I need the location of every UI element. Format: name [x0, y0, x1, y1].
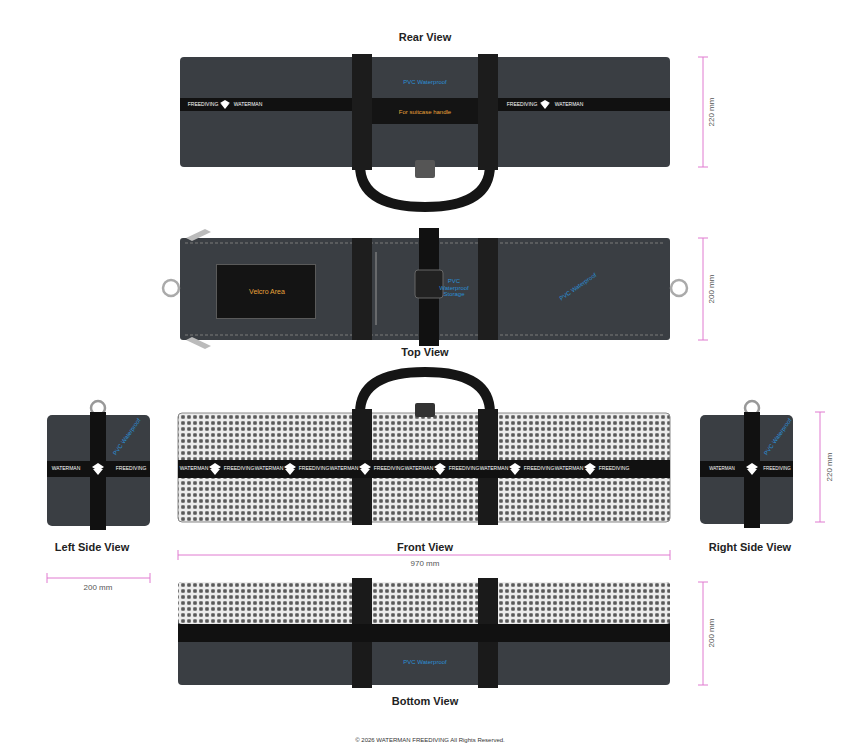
- front-view-bag-part: [178, 413, 670, 522]
- strap-logo-text: WATERMAN: [330, 466, 359, 472]
- front-view-bag-part: [415, 403, 435, 417]
- bottom-view-bag: [178, 578, 670, 688]
- node-text: PVC Waterproof: [112, 417, 142, 456]
- view-title: Right Side View: [709, 541, 791, 553]
- dimension-label: 200 mm: [708, 618, 717, 649]
- logo-mark-part: [509, 463, 521, 475]
- view-title: Front View: [397, 541, 453, 553]
- top-view-bag-part: [375, 252, 376, 325]
- node-text: Velcro Area: [249, 288, 285, 296]
- node-text: PVC Waterproof: [403, 79, 446, 86]
- dimension-label: 200 mm: [84, 584, 113, 593]
- dimension-label: 220 mm: [826, 452, 835, 483]
- logo-mark-part: [584, 463, 596, 475]
- dimension-line: [47, 57, 825, 685]
- top-view-bag-part: [186, 229, 211, 241]
- strap-logo-text: FREEDIVING: [763, 467, 791, 472]
- node-text: PVC Waterproof Storage: [434, 278, 474, 298]
- strap-logo-text: FREEDIVING: [524, 466, 555, 472]
- view-title: Left Side View: [55, 541, 129, 553]
- top-view-bag-part: [415, 270, 443, 298]
- strap-logo-text: WATERMAN: [255, 466, 284, 472]
- strap-logo-text: WATERMAN: [52, 466, 81, 472]
- top-view-bag-part: [163, 280, 179, 296]
- rear-view-bag-part: [372, 98, 478, 124]
- logo-mark: [92, 100, 758, 475]
- strap-logo-text: FREEDIVING: [299, 466, 330, 472]
- bottom-bag-body: PVC Waterproof: [178, 582, 670, 685]
- logo-mark-part: [92, 463, 104, 475]
- dimension-label: 220 mm: [708, 97, 717, 128]
- dimension-line-part: [698, 238, 708, 340]
- strap-logo-text: FREEDIVING: [507, 102, 538, 108]
- left-side-bag: [47, 401, 150, 530]
- strap-logo-text: FREEDIVING: [449, 466, 480, 472]
- front-view-bag-part: [178, 413, 670, 522]
- bottom-view-bag-part: [178, 624, 670, 642]
- strap-logo-text: FREEDIVING: [224, 466, 255, 472]
- rear-view-bag-part: [478, 54, 498, 170]
- bottom-view-bag-part: [178, 582, 670, 624]
- strap-logo-text: WATERMAN: [555, 102, 584, 108]
- node-text: PVC Waterproof: [558, 272, 597, 302]
- left-side-bag-part: [47, 461, 150, 477]
- dimension-label: 970 mm: [411, 560, 440, 569]
- top-view-bag-part: [186, 337, 211, 349]
- view-title: Top View: [401, 346, 448, 358]
- dimension-line-part: [698, 582, 708, 685]
- rear-view-bag-part: [415, 160, 435, 178]
- view-title: Bottom View: [392, 695, 458, 707]
- front-view-bag: [178, 372, 670, 525]
- logo-mark-part: [434, 463, 446, 475]
- velcro-area: Velcro Area: [216, 264, 316, 319]
- logo-mark-part: [746, 463, 758, 475]
- logo-mark-part: [209, 463, 221, 475]
- logo-mark-part: [540, 100, 550, 109]
- dimension-label: © 2026 WATERMAN FREEDIVING All Rights Re…: [355, 737, 504, 744]
- node-text: PVC Waterproof: [763, 417, 793, 456]
- top-view-bag-part: [478, 238, 498, 340]
- right-side-bag: [700, 401, 793, 528]
- rear-view-bag-part: [352, 54, 372, 170]
- strap-logo-text: FREEDIVING: [116, 466, 147, 472]
- strap-logo-text: FREEDIVING: [188, 102, 219, 108]
- rear-view-bag-part: [180, 57, 670, 167]
- view-title: Rear View: [399, 31, 451, 43]
- strap-logo-text: WATERMAN: [234, 102, 263, 108]
- dimension-line-part: [815, 412, 825, 522]
- strap-logo-text: WATERMAN: [709, 467, 735, 472]
- top-view-bag-part: [671, 280, 687, 296]
- rear-view-bag: [180, 54, 670, 207]
- logo-mark-part: [220, 100, 230, 109]
- strap-logo-text: WATERMAN: [555, 466, 584, 472]
- dimension-line-part: [698, 57, 708, 167]
- dimension-line-part: [47, 573, 150, 583]
- node-text: PVC Waterproof: [403, 659, 446, 666]
- strap-logo-text: FREEDIVING: [374, 466, 405, 472]
- bottom-view-bag-part: [178, 582, 670, 685]
- strap-logo-text: WATERMAN: [180, 466, 209, 472]
- top-view-bag-part: [352, 238, 372, 340]
- dimension-label: 200 mm: [708, 274, 717, 305]
- logo-mark-part: [359, 463, 371, 475]
- top-view-bag: [163, 228, 687, 349]
- node-text: For suitcase handle: [399, 109, 451, 116]
- strap-logo-text: FREEDIVING: [599, 466, 630, 472]
- rear-bag-body: PVC WaterproofFor suitcase handle: [180, 57, 670, 167]
- strap-logo-text: WATERMAN: [405, 466, 434, 472]
- logo-mark-part: [284, 463, 296, 475]
- strap-logo-text: WATERMAN: [480, 466, 509, 472]
- front-view-bag-part: [178, 460, 670, 478]
- top-bag-body: PVC Waterproof Storage PVC WaterproofVelc…: [180, 238, 670, 340]
- right-side-bag-part: [700, 461, 793, 477]
